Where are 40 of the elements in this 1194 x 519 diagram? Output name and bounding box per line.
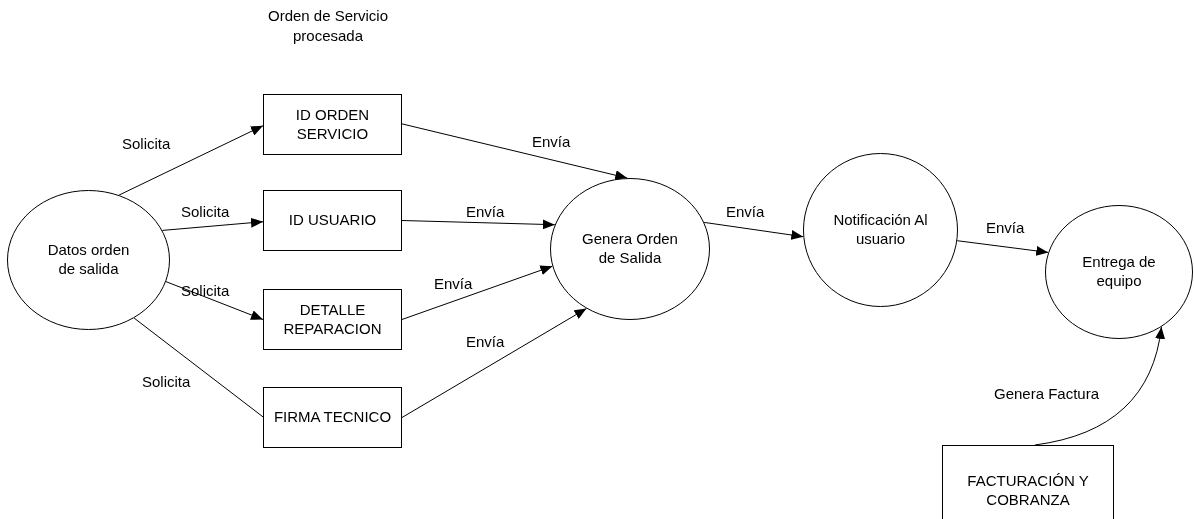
edge-label: Envía	[986, 219, 1025, 236]
edge-label: Solicita	[181, 282, 230, 299]
arrow	[401, 308, 587, 418]
node-label: ID ORDEN SERVICIO	[294, 105, 371, 144]
node-label: Genera Orden de Salida	[581, 230, 679, 268]
arrow	[956, 240, 1049, 256]
edge-label: Solicita	[142, 373, 191, 390]
edge-label: Genera Factura	[994, 385, 1100, 402]
note-text: Orden de Servicio procesada	[266, 6, 390, 45]
process-ellipse	[550, 178, 710, 320]
edge-label: Envía	[466, 333, 505, 350]
edge-label: Envía	[726, 203, 765, 220]
node-label: FIRMA TECNICO	[272, 408, 393, 427]
node-label: Entrega de equipo	[1081, 253, 1157, 291]
arrow	[165, 281, 264, 320]
connector-line	[133, 317, 264, 418]
arrow	[401, 123, 628, 181]
data-box	[263, 289, 402, 350]
arrow	[161, 217, 264, 231]
node-label: Notificación Al usuario	[832, 211, 929, 249]
edge-label: Solicita	[181, 203, 230, 220]
process-ellipse	[1045, 205, 1193, 339]
arrow	[401, 219, 556, 230]
node-label: ID USUARIO	[287, 211, 378, 230]
process-ellipse	[7, 190, 170, 330]
data-box	[263, 387, 402, 448]
arrow	[703, 221, 804, 240]
data-box	[942, 445, 1114, 519]
node-label: FACTURACIÓN Y COBRANZA	[966, 472, 1090, 510]
data-box	[263, 94, 402, 155]
edge-label: Solicita	[122, 135, 171, 152]
process-ellipse	[803, 153, 958, 307]
node-label: Datos orden de salida	[46, 241, 131, 279]
node-label: DETALLE REPARACION	[282, 300, 383, 339]
data-box	[263, 190, 402, 251]
edge-label: Envía	[466, 203, 505, 220]
edge-label: Envía	[532, 133, 571, 150]
edge-label: Envía	[434, 275, 473, 292]
arrow	[401, 265, 553, 320]
arrow	[118, 125, 264, 196]
